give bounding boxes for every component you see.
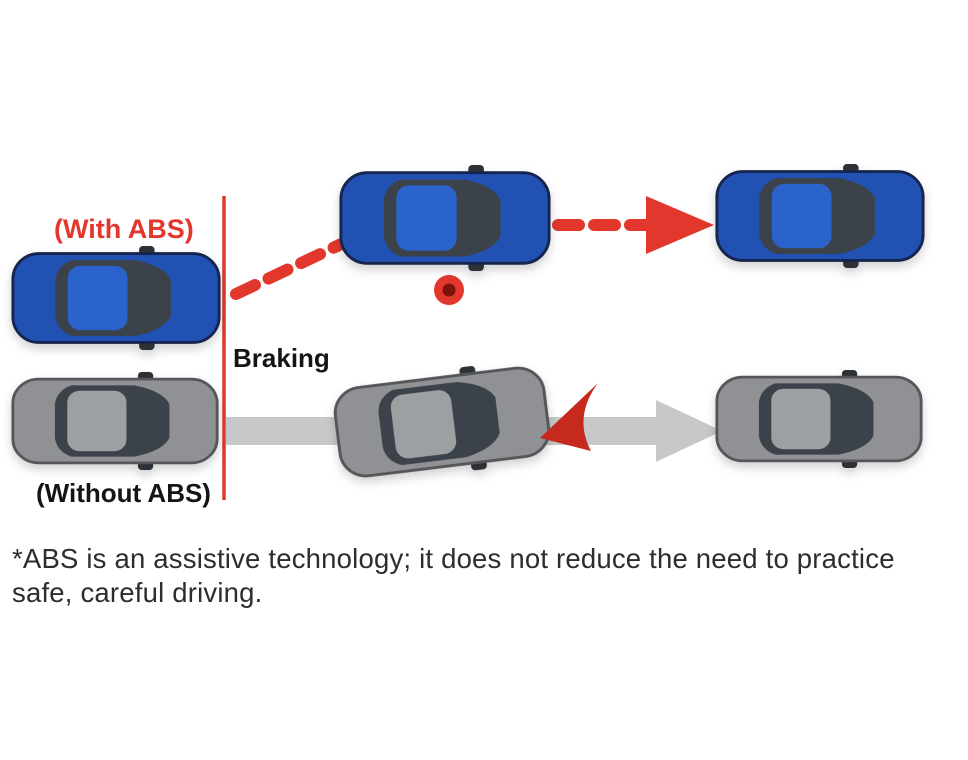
car-roof — [771, 388, 831, 450]
red-obstacle-dot-icon — [434, 275, 464, 305]
car-without-abs-skidding — [328, 357, 555, 487]
blue-car-top-view-icon — [339, 165, 551, 271]
blue-car-top-view-icon — [715, 164, 925, 268]
gray-arrow-head — [656, 400, 722, 462]
footnote-text: *ABS is an assistive technology; it does… — [12, 543, 895, 608]
car-with-abs-swerving — [338, 165, 552, 271]
with-abs-label: (With ABS) — [54, 214, 194, 244]
red-dashed-swerve-segment — [230, 232, 360, 300]
braking-label: Braking — [233, 343, 330, 373]
car-roof — [67, 390, 127, 452]
car-roof — [67, 265, 128, 331]
red-arrow-head — [646, 196, 714, 254]
red-skid-wedge-icon — [540, 383, 598, 451]
car-roof — [390, 390, 457, 459]
car-without-abs-end — [714, 370, 924, 468]
blue-car-top-view-icon — [11, 246, 221, 350]
gray-car-top-view-icon — [333, 366, 551, 478]
gray-car-top-view-icon — [715, 370, 923, 468]
obstacle-inner-dot — [442, 283, 456, 297]
without-abs-label: (Without ABS) — [36, 478, 211, 508]
gray-car-top-view-icon — [11, 372, 219, 470]
car-without-abs-start — [10, 372, 220, 470]
car-roof — [771, 183, 832, 249]
car-with-abs-start — [10, 246, 222, 350]
car-roof — [396, 185, 457, 251]
car-with-abs-end — [714, 164, 926, 268]
